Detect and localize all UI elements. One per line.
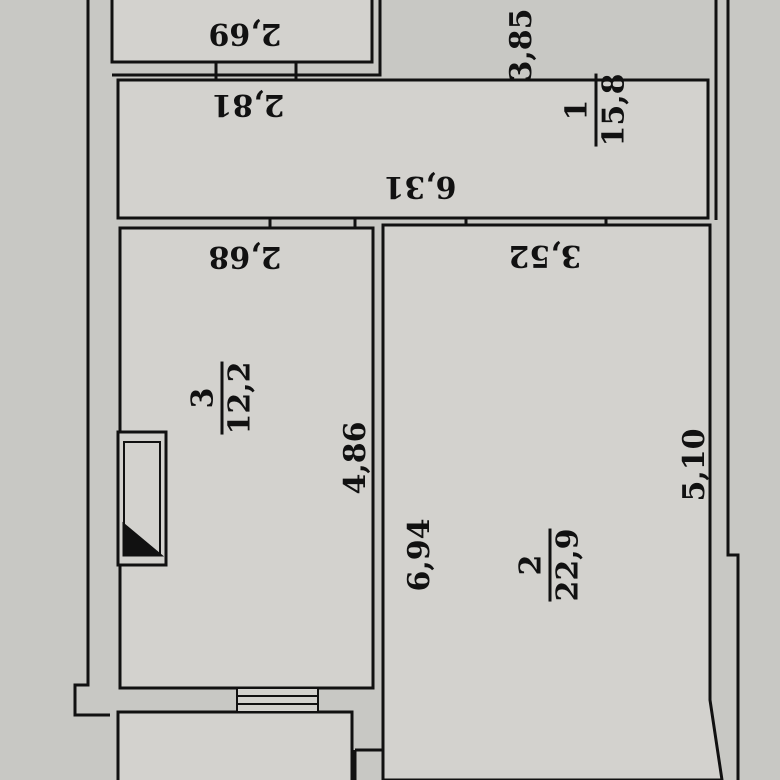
dim-room3-width: 2,68 [208, 239, 282, 274]
outer-right-wall [726, 0, 740, 780]
dim-room3-length: 4,86 [338, 421, 373, 495]
dim-room2-width: 3,52 [508, 238, 582, 273]
dim-room1-length: 6,31 [383, 169, 457, 204]
ventilation-shaft [116, 430, 168, 567]
room-2-label: 2 22,9 [513, 528, 586, 602]
dim-room2-left-length: 6,94 [402, 518, 437, 592]
room-2 [381, 223, 724, 780]
room-1-label: 1 15,8 [559, 73, 632, 147]
top-small-room [110, 0, 374, 64]
dim-room1-height: 3,85 [504, 8, 539, 82]
dim-room2-right-length: 5,10 [677, 428, 712, 502]
room-3-label: 3 12,2 [185, 361, 258, 435]
dim-top-room-width: 2,69 [208, 16, 282, 51]
outer-left-wall [73, 0, 110, 717]
bottom-left-room [116, 710, 354, 780]
dim-room1-left-width: 2,81 [211, 87, 285, 122]
room-area: 22,9 [548, 528, 586, 602]
room-number: 3 [185, 387, 221, 409]
room-number: 1 [559, 99, 595, 121]
room-number: 2 [513, 554, 549, 576]
room-area: 12,2 [220, 361, 258, 435]
room-1 [116, 78, 710, 220]
door-opening [236, 687, 319, 713]
room-area: 15,8 [594, 73, 632, 147]
